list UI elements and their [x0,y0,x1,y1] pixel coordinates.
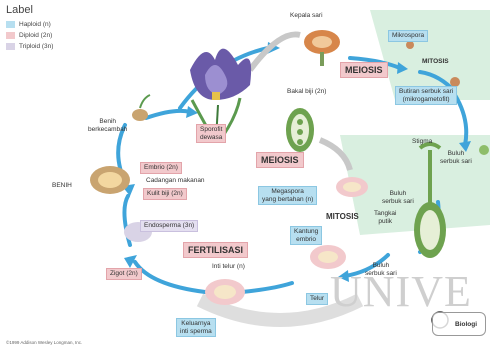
megaspora-line1: Megaspora [262,188,313,196]
label-kulit: Kulit biji (2n) [143,188,187,200]
kantung-line2: embrio [294,236,318,244]
watermark-text: UNIVE [330,266,472,317]
germinating-seed-illustration [132,95,150,121]
buluh-mid-line1: Buluh [382,190,414,198]
label-kepala-sari: Kepala sari [290,12,323,20]
label-benih-berkecambah: Benih berkecambah [88,118,127,133]
label-endosperma: Endosperma (3n) [140,220,198,232]
legend-item-diploid: Diploid (2n) [6,31,52,40]
badge: Biologi [432,312,486,336]
buluh-mid-line2: serbuk sari [382,198,414,206]
legend-label: Triploid (3n) [19,43,53,50]
label-mitosis-mid: MITOSIS [326,213,359,221]
label-sporofit: Sporofit dewasa [196,124,226,143]
label-buluh-top: Buluh serbuk sari [440,150,472,165]
legend-item-haploid: Haploid (n) [6,20,51,29]
label-zigot: Zigot (2n) [106,268,142,280]
tangkai-line1: Tangkai [374,210,396,218]
buluh-top-line2: serbuk sari [440,158,472,166]
haploid-swatch [6,21,15,28]
triploid-swatch [6,43,15,50]
label-inti-telur: Inti telur (n) [212,263,245,271]
legend-title: Label [6,4,33,16]
label-mikrospora: Mikrospora [388,30,428,42]
label-stigma: Stigma [412,138,432,146]
ovule-illustration [286,108,314,152]
legend-item-triploid: Triploid (3n) [6,42,53,51]
legend-label: Haploid (n) [19,21,51,28]
diploid-swatch [6,32,15,39]
keluarnya-line1: Keluarnya [180,320,212,328]
legend-label: Diploid (2n) [19,32,52,39]
benih-berkecambah-line1: Benih [88,118,127,126]
label-cadangan: Cadangan makanan [146,177,205,185]
label-butiran: Butiran serbuk sari (mikrogametofit) [395,86,457,105]
sporofit-line2: dewasa [200,134,222,142]
label-megaspora: Megaspora yang bertahan (n) [258,186,317,205]
tangkai-line2: putik [374,218,396,226]
megaspora-line2: yang bertahan (n) [262,196,313,204]
benih-berkecambah-line2: berkecambah [88,126,127,134]
label-tangkai: Tangkai putik [374,210,396,225]
sporofit-line1: Sporofit [200,126,222,134]
label-mitosis-top: MITOSIS [422,58,449,66]
seed-illustration [90,166,130,194]
label-telur: Telur [306,293,328,305]
microspore-illustration [406,41,414,49]
label-buluh-mid: Buluh serbuk sari [382,190,414,205]
butiran-line2: (mikrogametofit) [399,96,453,104]
kantung-line1: Kantung [294,228,318,236]
keluarnya-line2: inti sperma [180,328,212,336]
label-meiosis-mid: MEIOSIS [256,152,304,168]
buluh-top-line1: Buluh [440,150,472,158]
label-bakal-biji: Bakal biji (2n) [287,88,326,96]
label-fertilisasi: FERTILISASI [183,242,248,258]
copyright: ©1999 Addison Wesley Longman, Inc. [6,339,82,347]
label-benih: BENIH [52,182,72,190]
label-meiosis-top: MEIOSIS [340,62,388,78]
butiran-line1: Butiran serbuk sari [399,88,453,96]
anther-illustration [304,30,340,66]
label-keluarnya: Keluarnya inti sperma [176,318,216,337]
label-kantung: Kantung embrio [290,226,322,245]
badge-label: Biologi [455,321,477,328]
label-embrio: Embrio (2n) [140,162,182,174]
